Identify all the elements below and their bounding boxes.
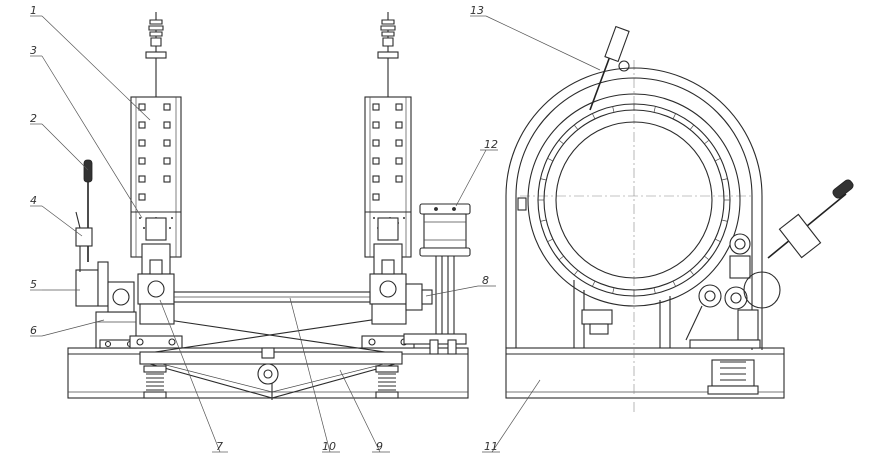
ring-segment	[573, 124, 579, 130]
ring-segment	[558, 139, 564, 145]
ring-segment	[547, 238, 554, 242]
ring-segment	[558, 255, 564, 261]
ring-segment	[592, 113, 596, 120]
right-lever	[767, 179, 854, 259]
callout-1: 1	[30, 4, 37, 17]
cylinder-12	[403, 203, 471, 355]
right-post	[361, 12, 415, 349]
leaders	[30, 15, 601, 453]
drive-unit-5-6	[75, 261, 143, 349]
callout-3: 3	[30, 44, 37, 57]
ring-segment	[689, 124, 695, 130]
ring-segment	[704, 255, 710, 261]
ring-segment	[540, 178, 547, 181]
callout-12: 12	[484, 138, 498, 151]
ring-segment	[592, 280, 596, 287]
cradle-frame-9	[139, 347, 403, 400]
callout-labels: 1 2 3 4 5 6 7 8 9 10 11 12 13	[30, 4, 498, 453]
pipe-ring	[527, 93, 741, 307]
spring-right	[375, 365, 399, 399]
spring-left	[143, 365, 167, 399]
ring-segment	[573, 270, 579, 276]
callout-5: 5	[30, 278, 37, 291]
callout-4: 4	[30, 194, 37, 207]
callout-13: 13	[470, 4, 484, 17]
callout-9: 9	[376, 440, 383, 453]
ring-segment	[653, 287, 656, 294]
ring-segment	[689, 270, 695, 276]
ring-segment	[612, 287, 615, 294]
callout-6: 6	[30, 324, 37, 337]
roller-assembly	[685, 233, 781, 395]
indicator-13	[589, 25, 630, 111]
ring-segment	[714, 158, 721, 162]
ring-segment	[714, 238, 721, 242]
left-post	[129, 12, 183, 349]
ring-segment	[612, 106, 615, 113]
arch-frame	[505, 67, 763, 350]
callout-10: 10	[322, 440, 336, 453]
callout-11: 11	[484, 440, 498, 453]
side-view	[505, 25, 854, 412]
ring-segment	[672, 280, 676, 287]
callout-8: 8	[482, 274, 489, 287]
lever-2	[75, 159, 93, 272]
front-view	[67, 12, 471, 400]
ring-segment	[540, 219, 547, 222]
ring-segment	[721, 178, 728, 181]
ring-segment	[653, 106, 656, 113]
ring-segment	[547, 158, 554, 162]
ring-segment	[672, 113, 676, 120]
ring-segment	[704, 139, 710, 145]
callout-2: 2	[30, 112, 37, 125]
ring-segment	[721, 219, 728, 222]
callout-7: 7	[216, 440, 223, 453]
